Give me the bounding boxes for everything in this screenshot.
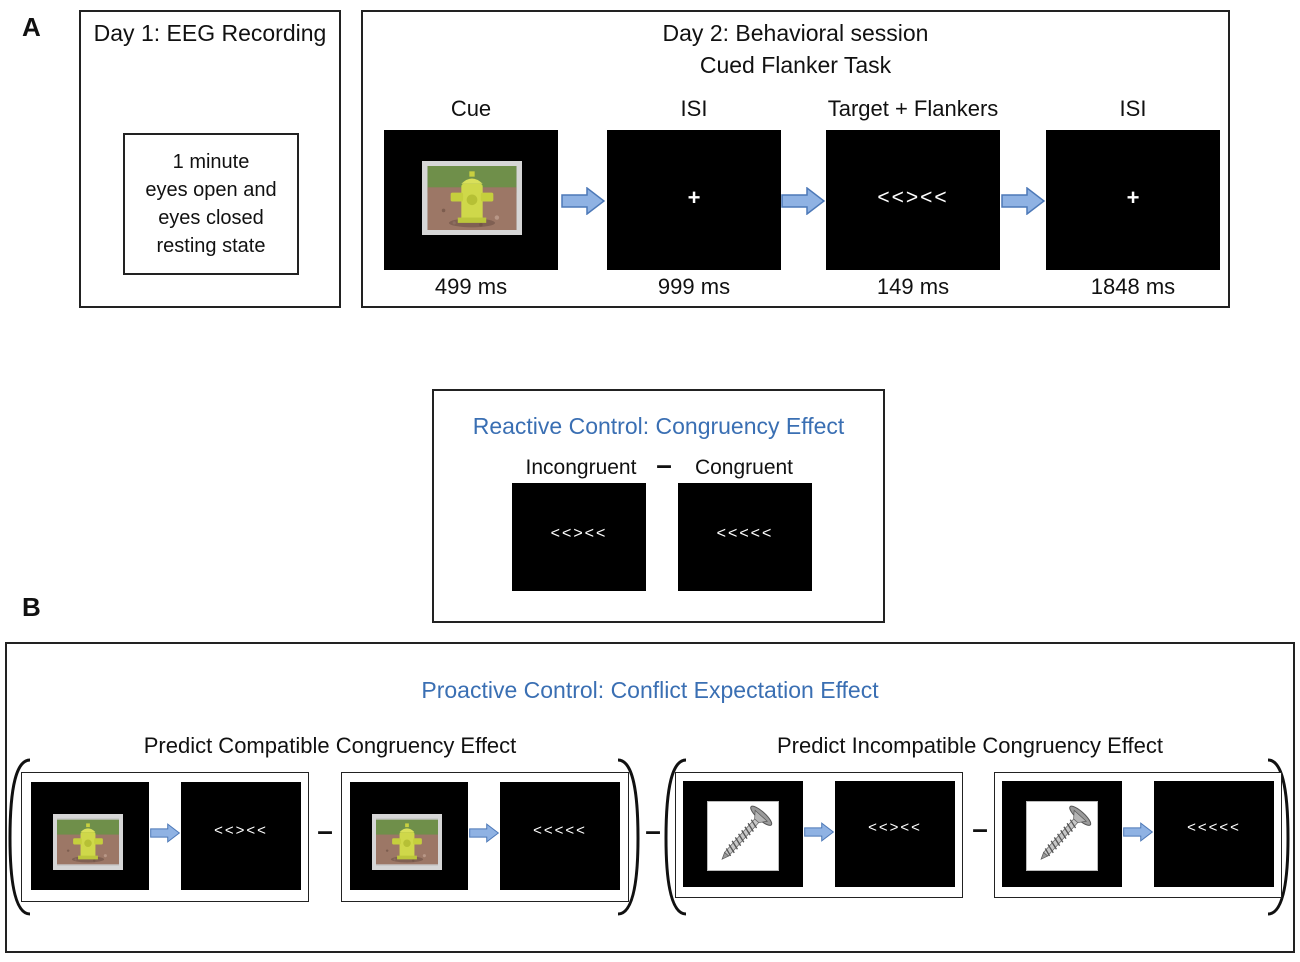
hydrant-image	[372, 814, 442, 870]
flanker-stimulus: <<><<	[868, 819, 922, 836]
flanker-stimulus: <<<<<	[533, 822, 587, 839]
right-bracket-close	[1267, 758, 1290, 916]
resting-line-4: resting state	[156, 235, 266, 257]
incongruent-stimulus: <<><<	[550, 525, 608, 542]
resting-state-box: 1 minute eyes open and eyes closed resti…	[123, 133, 299, 275]
minus-sign: –	[317, 815, 333, 846]
reactive-control-box: Reactive Control: Congruency Effect Inco…	[432, 389, 885, 623]
target-screen: <<<<<	[500, 782, 620, 890]
duration-isi-2: 1848 ms	[1090, 274, 1176, 299]
right-arrow-icon	[1123, 822, 1153, 842]
screw-image	[707, 801, 779, 871]
hydrant-image	[422, 161, 522, 235]
left-bracket-open	[8, 758, 31, 916]
fixation-cross: +	[1126, 185, 1140, 210]
cue-screen	[384, 130, 558, 270]
fixation-cross: +	[687, 185, 701, 210]
screw-image	[1026, 801, 1098, 871]
day1-title: Day 1: EEG Recording	[93, 20, 327, 46]
flanker-stimulus: <<<<<	[1187, 819, 1241, 836]
stage-label-target: Target + Flankers	[827, 96, 999, 121]
resting-line-3: eyes closed	[158, 207, 264, 229]
incongruent-label: Incongruent	[525, 456, 637, 479]
stage-label-cue: Cue	[450, 96, 492, 121]
duration-isi-1: 999 ms	[657, 274, 731, 299]
predict-compatible-label: Predict Compatible Congruency Effect	[143, 733, 517, 758]
reactive-control-title: Reactive Control: Congruency Effect	[472, 413, 845, 439]
congruent-stimulus: <<<<<	[716, 525, 774, 542]
target-screen: <<<<<	[1154, 781, 1274, 887]
day2-subtitle: Cued Flanker Task	[699, 52, 892, 78]
right-arrow-icon	[150, 823, 180, 843]
incongruent-screen: <<><<	[512, 483, 646, 591]
stage-label-isi-2: ISI	[1119, 96, 1147, 121]
day2-title: Day 2: Behavioral session	[662, 20, 929, 46]
left-bracket-close	[617, 758, 640, 916]
duration-cue: 499 ms	[434, 274, 508, 299]
panel-b-letter: B	[22, 592, 41, 622]
resting-line-1: 1 minute	[172, 151, 250, 173]
minus-sign: –	[972, 813, 988, 844]
resting-line-2: eyes open and	[145, 179, 277, 201]
right-bracket-open	[664, 758, 687, 916]
cue-screen	[350, 782, 468, 890]
congruent-screen: <<<<<	[678, 483, 812, 591]
congruent-label: Congruent	[694, 456, 794, 479]
proactive-control-title: Proactive Control: Conflict Expectation …	[421, 677, 879, 703]
right-arrow-icon	[469, 823, 499, 843]
cue-screen	[31, 782, 149, 890]
isi-screen-2: +	[1046, 130, 1220, 270]
duration-target: 149 ms	[876, 274, 950, 299]
day1-box: Day 1: EEG Recording 1 minute eyes open …	[79, 10, 341, 308]
hydrant-image	[53, 814, 123, 870]
panel-a-letter: A	[22, 12, 41, 42]
target-screen: <<><<	[181, 782, 301, 890]
minus-sign: –	[656, 449, 672, 480]
cue-screen	[683, 781, 803, 887]
stage-label-isi-1: ISI	[680, 96, 708, 121]
cue-screen	[1002, 781, 1122, 887]
predict-incompatible-label: Predict Incompatible Congruency Effect	[776, 733, 1164, 758]
right-arrow-icon	[804, 822, 834, 842]
isi-screen-1: +	[607, 130, 781, 270]
flanker-stimulus: <<><<	[877, 186, 949, 209]
minus-sign: –	[645, 815, 661, 846]
target-screen: <<><<	[826, 130, 1000, 270]
flanker-stimulus: <<><<	[214, 822, 268, 839]
target-screen: <<><<	[835, 781, 955, 887]
